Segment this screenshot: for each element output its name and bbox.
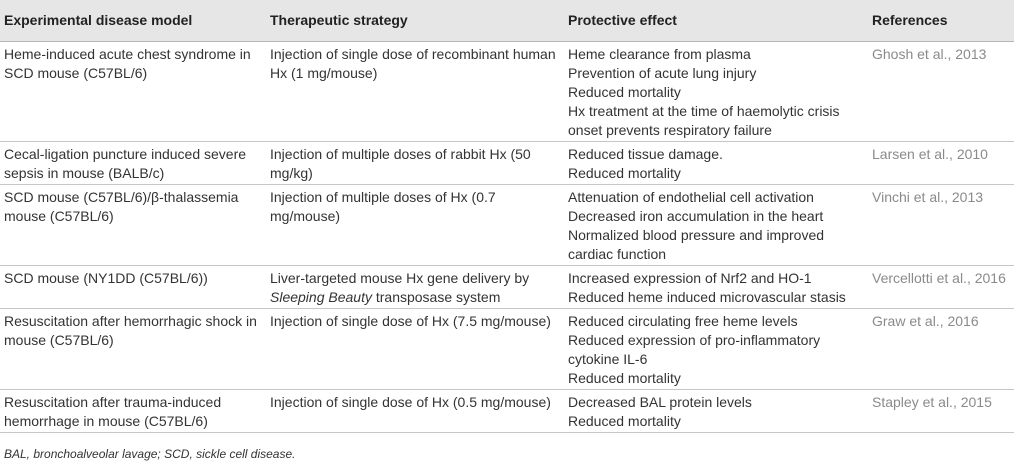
table-footnote: BAL, bronchoalveolar lavage; SCD, sickle… [4,447,296,461]
table-header-row: Experimental disease model Therapeutic s… [0,0,1014,42]
effect-item: Reduced mortality [568,413,681,429]
cell-therapeutic-strategy: Injection of multiple doses of Hx (0.7 m… [266,185,564,265]
table-row: SCD mouse (C57BL/6)/β-thalassemia mouse … [0,185,1014,266]
header-references: References [872,12,948,28]
cell-therapeutic-strategy: Injection of single dose of recombinant … [266,42,564,141]
model-text-line: Cecal-ligation puncture induced severe [4,146,247,162]
model-text-line: SCD mouse (C57BL/6)/β-thalassemia [4,189,239,205]
effect-item: Normalized blood pressure and improved c… [568,227,825,262]
cell-disease-model: SCD mouse (NY1DD (C57BL/6)) [0,266,266,308]
effect-item: Hx treatment at the time of haemolytic c… [568,103,840,138]
strategy-text-line: Injection of multiple doses of Hx (0.7 [270,189,496,205]
cell-therapeutic-strategy: Injection of single dose of Hx (7.5 mg/m… [266,309,564,389]
cell-reference: Vinchi et al., 2013 [868,185,1014,265]
effect-item: Decreased BAL protein levels [568,394,752,410]
effect-item: Reduced mortality [568,165,681,181]
cell-reference: Larsen et al., 2010 [868,142,1014,184]
reference-link[interactable]: Graw et al., 2016 [872,313,979,329]
header-experimental-disease-model: Experimental disease model [4,12,193,28]
strategy-text-line: Injection of single dose of Hx (7.5 mg/m… [270,313,551,329]
model-text-line: Resuscitation after trauma-induced [4,394,222,410]
effect-item: Prevention of acute lung injury [568,65,757,81]
cell-protective-effect: Heme clearance from plasma Prevention of… [564,42,868,141]
effect-item: Reduced tissue damage. [568,146,723,162]
effect-item: Reduced expression of pro-inflammatory c… [568,332,821,367]
table-row: Cecal-ligation puncture induced severe s… [0,142,1014,185]
reference-link[interactable]: Ghosh et al., 2013 [872,46,987,62]
cell-reference: Ghosh et al., 2013 [868,42,1014,141]
cell-reference: Graw et al., 2016 [868,309,1014,389]
effect-item: Increased expression of Nrf2 and HO-1 [568,270,812,286]
effect-item: Reduced circulating free heme levels [568,313,798,329]
table-row: SCD mouse (NY1DD (C57BL/6)) Liver-target… [0,266,1014,309]
model-text-line: SCD mouse (NY1DD (C57BL/6)) [4,270,208,286]
model-text-line: SCD mouse (C57BL/6) [4,65,148,81]
effect-item: Heme clearance from plasma [568,46,751,62]
cell-disease-model: Cecal-ligation puncture induced severe s… [0,142,266,184]
cell-therapeutic-strategy: Liver-targeted mouse Hx gene delivery by… [266,266,564,308]
cell-protective-effect: Attenuation of endothelial cell activati… [564,185,868,265]
cell-therapeutic-strategy: Injection of multiple doses of rabbit Hx… [266,142,564,184]
cell-disease-model: Resuscitation after trauma-induced hemor… [0,390,266,432]
reference-link[interactable]: Larsen et al., 2010 [872,146,988,162]
cell-protective-effect: Decreased BAL protein levels Reduced mor… [564,390,868,432]
model-text-line: mouse (C57BL/6) [4,208,114,224]
cell-disease-model: Heme-induced acute chest syndrome in SCD… [0,42,266,141]
model-text-line: mouse (C57BL/6) [4,332,114,348]
italic-system-name: Sleeping Beauty [270,289,372,305]
cell-disease-model: Resuscitation after hemorrhagic shock in… [0,309,266,389]
strategy-text-line: Hx (1 mg/mouse) [270,65,378,81]
reference-link[interactable]: Vercellotti et al., 2016 [872,270,1006,286]
model-text-line: Resuscitation after hemorrhagic shock in [4,313,257,329]
reference-link[interactable]: Vinchi et al., 2013 [872,189,984,205]
reference-link[interactable]: Stapley et al., 2015 [872,394,992,410]
cell-reference: Vercellotti et al., 2016 [868,266,1014,308]
data-table: Experimental disease model Therapeutic s… [0,0,1014,433]
header-therapeutic-strategy: Therapeutic strategy [270,12,408,28]
effect-item: Reduced heme induced microvascular stasi… [568,289,846,305]
cell-therapeutic-strategy: Injection of single dose of Hx (0.5 mg/m… [266,390,564,432]
strategy-text-line: Liver-targeted mouse Hx gene delivery by [270,270,530,286]
model-text-line: hemorrhage in mouse (C57BL/6) [4,413,208,429]
strategy-text-line: Injection of multiple doses of rabbit Hx… [270,146,531,162]
effect-item: Attenuation of endothelial cell activati… [568,189,814,205]
effect-item: Reduced mortality [568,370,681,386]
strategy-text-rest: transposase system [375,289,501,305]
strategy-text-line: mg/kg) [270,165,313,181]
strategy-text-line: Injection of single dose of Hx (0.5 mg/m… [270,394,551,410]
strategy-text-line: Sleeping Beauty transposase system [270,288,564,307]
table-row: Heme-induced acute chest syndrome in SCD… [0,42,1014,142]
table-row: Resuscitation after hemorrhagic shock in… [0,309,1014,390]
model-text-line: Heme-induced acute chest syndrome in [4,46,251,62]
cell-protective-effect: Reduced tissue damage. Reduced mortality [564,142,868,184]
effect-item: Reduced mortality [568,84,681,100]
effect-item: Decreased iron accumulation in the heart [568,208,824,224]
cell-protective-effect: Increased expression of Nrf2 and HO-1 Re… [564,266,868,308]
cell-disease-model: SCD mouse (C57BL/6)/β-thalassemia mouse … [0,185,266,265]
strategy-text-line: mg/mouse) [270,208,341,224]
strategy-text-line: Injection of single dose of recombinant … [270,46,556,62]
model-text-line: sepsis in mouse (BALB/c) [4,165,165,181]
cell-reference: Stapley et al., 2015 [868,390,1014,432]
table-row: Resuscitation after trauma-induced hemor… [0,390,1014,433]
cell-protective-effect: Reduced circulating free heme levels Red… [564,309,868,389]
header-protective-effect: Protective effect [568,12,677,28]
